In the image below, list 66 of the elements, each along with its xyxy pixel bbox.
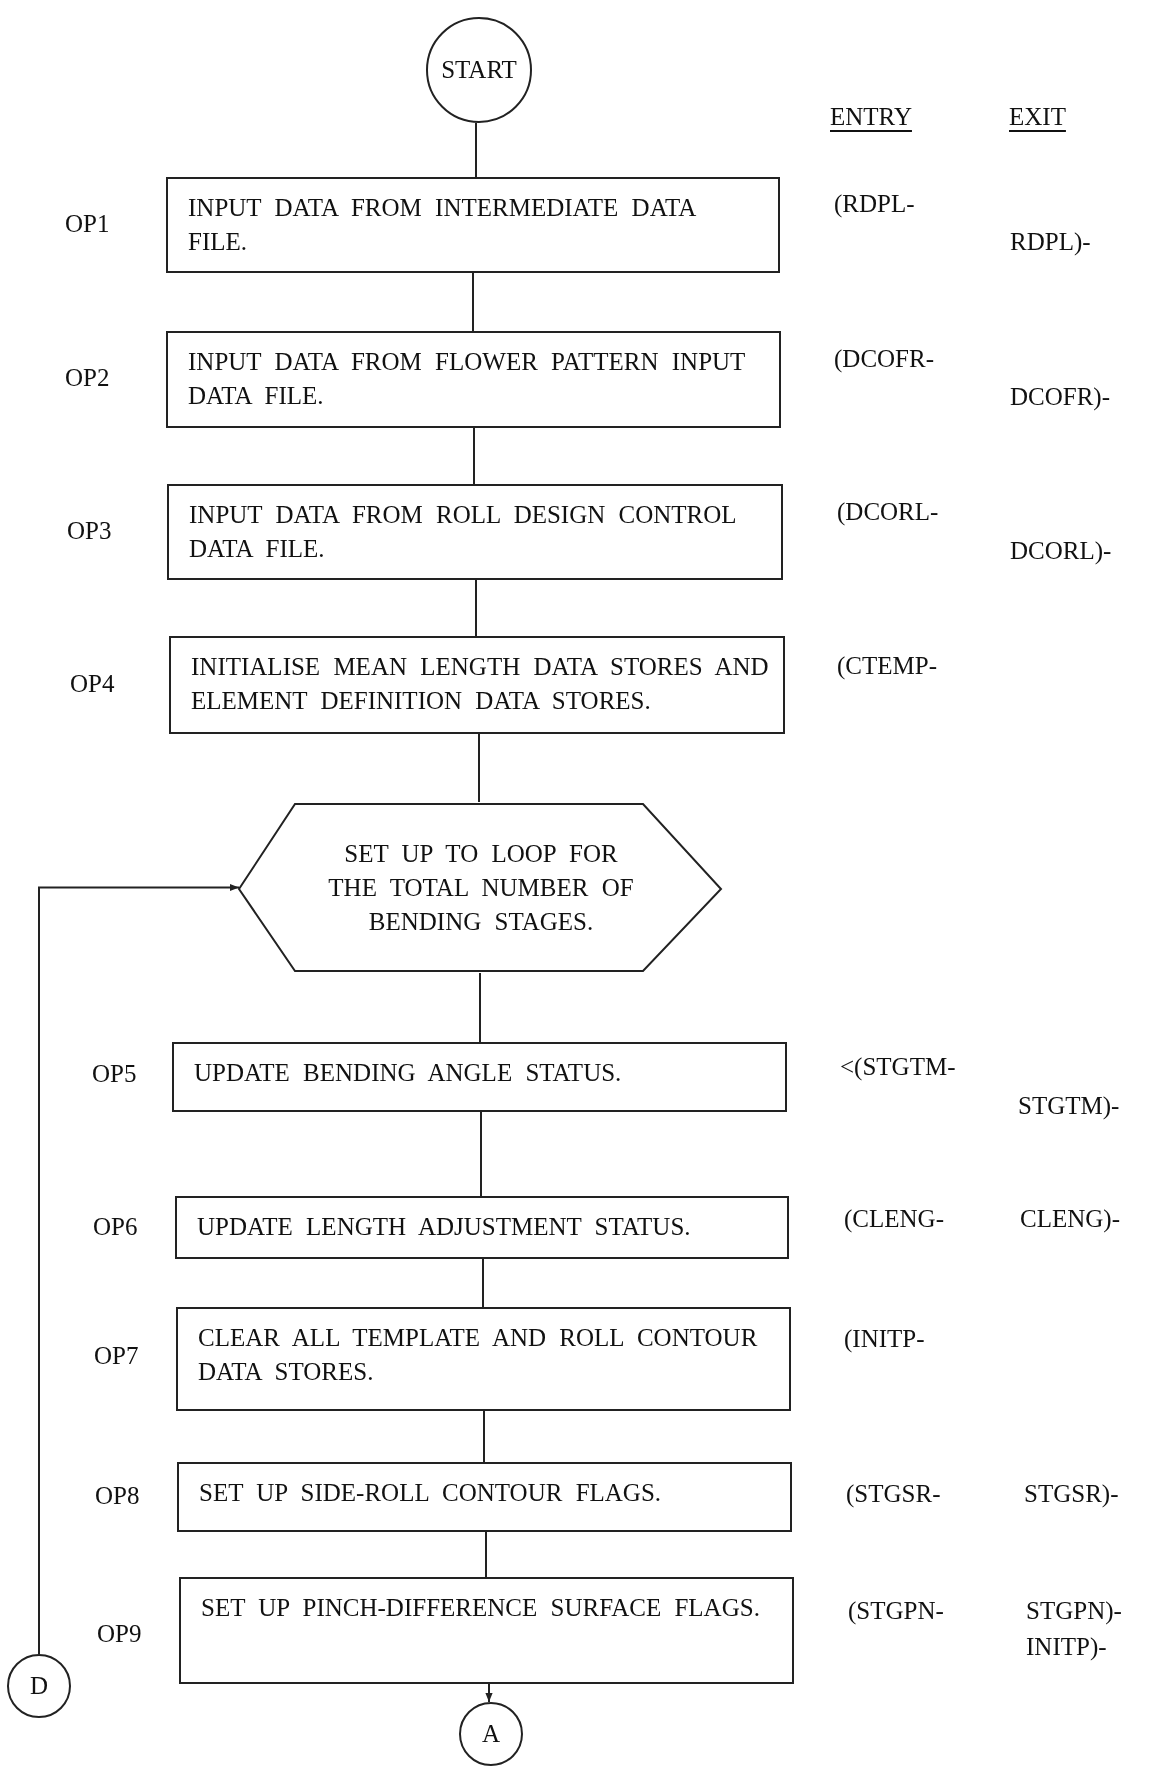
connector-line	[479, 972, 481, 1043]
connector-line	[480, 1111, 482, 1197]
node-text: SET UP TO LOOP FOR THE TOTAL NUMBER OF BENDING STAGES.	[327, 838, 635, 937]
routine-name: (STGPN-	[848, 1597, 944, 1625]
step-label: OP5	[92, 1060, 137, 1088]
node-text: SET UP SIDE-ROLL CONTOUR FLAGS.	[199, 1478, 663, 1508]
routine-name: DCORL)-	[1010, 537, 1112, 565]
routine-name: (STGSR-	[846, 1480, 941, 1508]
process-box	[166, 331, 781, 428]
column-heading: ENTRY	[830, 103, 912, 131]
routine-name: (RDPL-	[834, 190, 915, 218]
node-text: INPUT DATA FROM INTERMEDIATE DATA FILE.	[188, 193, 697, 257]
arrow	[485, 1683, 493, 1703]
connector-line	[475, 122, 477, 178]
routine-name: STGPN)-	[1026, 1597, 1122, 1625]
routine-name: DCOFR)-	[1010, 383, 1110, 411]
process-box	[166, 177, 780, 273]
node-text: SET UP PINCH-DIFFERENCE SURFACE FLAGS.	[201, 1593, 761, 1623]
node-text: START	[441, 55, 517, 85]
step-label: OP3	[67, 517, 112, 545]
routine-name: (DCOFR-	[834, 345, 934, 373]
connector-line	[482, 1258, 484, 1308]
process-box	[167, 484, 783, 580]
routine-name: (CTEMP-	[837, 652, 937, 680]
process-box	[172, 1042, 787, 1112]
node-text: D	[29, 1671, 49, 1701]
routine-name: RDPL)-	[1010, 228, 1091, 256]
node-text: INPUT DATA FROM ROLL DESIGN CONTROL DATA FILE.	[189, 500, 737, 564]
step-label: OP1	[65, 210, 110, 238]
column-heading: EXIT	[1009, 103, 1066, 131]
process-box	[177, 1462, 792, 1532]
preparation-hexagon	[239, 802, 723, 973]
routine-name: <(STGTM-	[840, 1053, 956, 1081]
connector-circle	[459, 1702, 523, 1766]
node-text: UPDATE LENGTH ADJUSTMENT STATUS.	[197, 1212, 692, 1242]
routine-name: STGSR)-	[1024, 1480, 1119, 1508]
node-text: CLEAR ALL TEMPLATE AND ROLL CONTOUR DATA STORES.	[198, 1323, 759, 1387]
process-box	[176, 1307, 791, 1411]
process-box	[175, 1196, 789, 1259]
step-label: OP4	[70, 670, 115, 698]
connector-line	[472, 272, 474, 332]
node-text: INITIALISE MEAN LENGTH DATA STORES AND ELEMENT DEFINITION DATA STORES.	[191, 652, 769, 716]
process-box	[179, 1577, 794, 1684]
step-label: OP6	[93, 1213, 138, 1241]
connector-line	[485, 1531, 487, 1578]
step-label: OP9	[97, 1620, 142, 1648]
routine-name: CLENG)-	[1020, 1205, 1120, 1233]
arrow	[38, 883, 240, 1655]
node-text: INPUT DATA FROM FLOWER PATTERN INPUT DATA FILE.	[188, 347, 746, 411]
routine-name: STGTM)-	[1018, 1092, 1120, 1120]
node-text: A	[481, 1719, 501, 1749]
connector-line	[475, 579, 477, 637]
connector-circle	[7, 1654, 71, 1718]
routine-name: INITP)-	[1026, 1633, 1107, 1661]
step-label: OP8	[95, 1482, 140, 1510]
process-box	[169, 636, 785, 734]
connector-line	[478, 733, 480, 803]
connector-line	[483, 1410, 485, 1463]
routine-name: (CLENG-	[844, 1205, 944, 1233]
node-text: UPDATE BENDING ANGLE STATUS.	[194, 1058, 623, 1088]
routine-name: (DCORL-	[837, 498, 939, 526]
connector-circle	[426, 17, 532, 123]
step-label: OP2	[65, 364, 110, 392]
step-label: OP7	[94, 1342, 139, 1370]
connector-line	[473, 427, 475, 485]
routine-name: (INITP-	[844, 1325, 925, 1353]
